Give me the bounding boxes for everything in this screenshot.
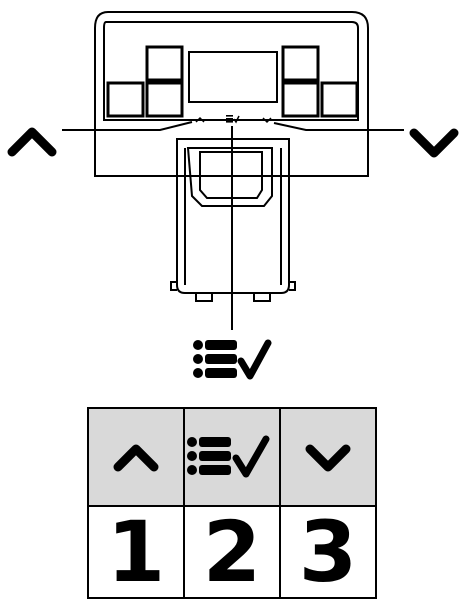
- key-number-1: 1: [87, 505, 185, 599]
- control-panel-diagram: [7, 11, 459, 380]
- chevron-down-icon: [409, 128, 459, 158]
- key-number-2: 2: [183, 505, 281, 599]
- left-button-cluster: [106, 45, 184, 118]
- panel-button-right-bottom: [281, 81, 320, 118]
- connector-unit: [170, 138, 296, 302]
- key-cell-down: [279, 407, 377, 507]
- panel-button-left-bottom: [145, 81, 184, 118]
- right-button-cluster: [281, 45, 359, 118]
- leader-line-up: [62, 121, 193, 131]
- small-chevron-down-icon: [262, 117, 272, 124]
- menu-check-icon: [187, 435, 270, 478]
- callout-lines: [62, 121, 404, 330]
- key-number-3: 3: [279, 505, 377, 599]
- leader-line-down: [273, 122, 404, 131]
- chevron-up-icon: [113, 444, 159, 472]
- panel-button-left-top: [145, 45, 184, 82]
- connector-latch: [186, 147, 273, 207]
- panel-button-left-outer: [106, 81, 145, 118]
- display-screen: [188, 51, 278, 103]
- key-cell-up: [87, 407, 185, 507]
- menu-check-icon: [193, 339, 272, 380]
- connector-side-tab-left: [170, 281, 177, 291]
- key-cell-menu-select: [183, 407, 281, 507]
- key-number-row: 1 2 3: [87, 505, 377, 599]
- connector-foot-right: [253, 293, 271, 302]
- panel-button-right-top: [281, 45, 320, 82]
- small-menu-check-icon: [226, 115, 240, 124]
- connector-foot-left: [195, 293, 213, 302]
- control-panel-housing: [94, 11, 369, 177]
- chevron-down-icon: [305, 444, 351, 472]
- connector-side-tab-right: [289, 281, 296, 291]
- key-icon-row: [87, 407, 377, 507]
- small-chevron-up-icon: [195, 116, 205, 123]
- chevron-up-icon: [7, 127, 57, 157]
- panel-button-right-outer: [320, 81, 359, 118]
- connector-latch-inner: [199, 151, 263, 199]
- housing-outer-outline: [94, 11, 369, 177]
- button-key-table: 1 2 3: [87, 407, 377, 599]
- housing-inner-outline: [103, 21, 359, 121]
- connector-body-outline: [176, 138, 290, 294]
